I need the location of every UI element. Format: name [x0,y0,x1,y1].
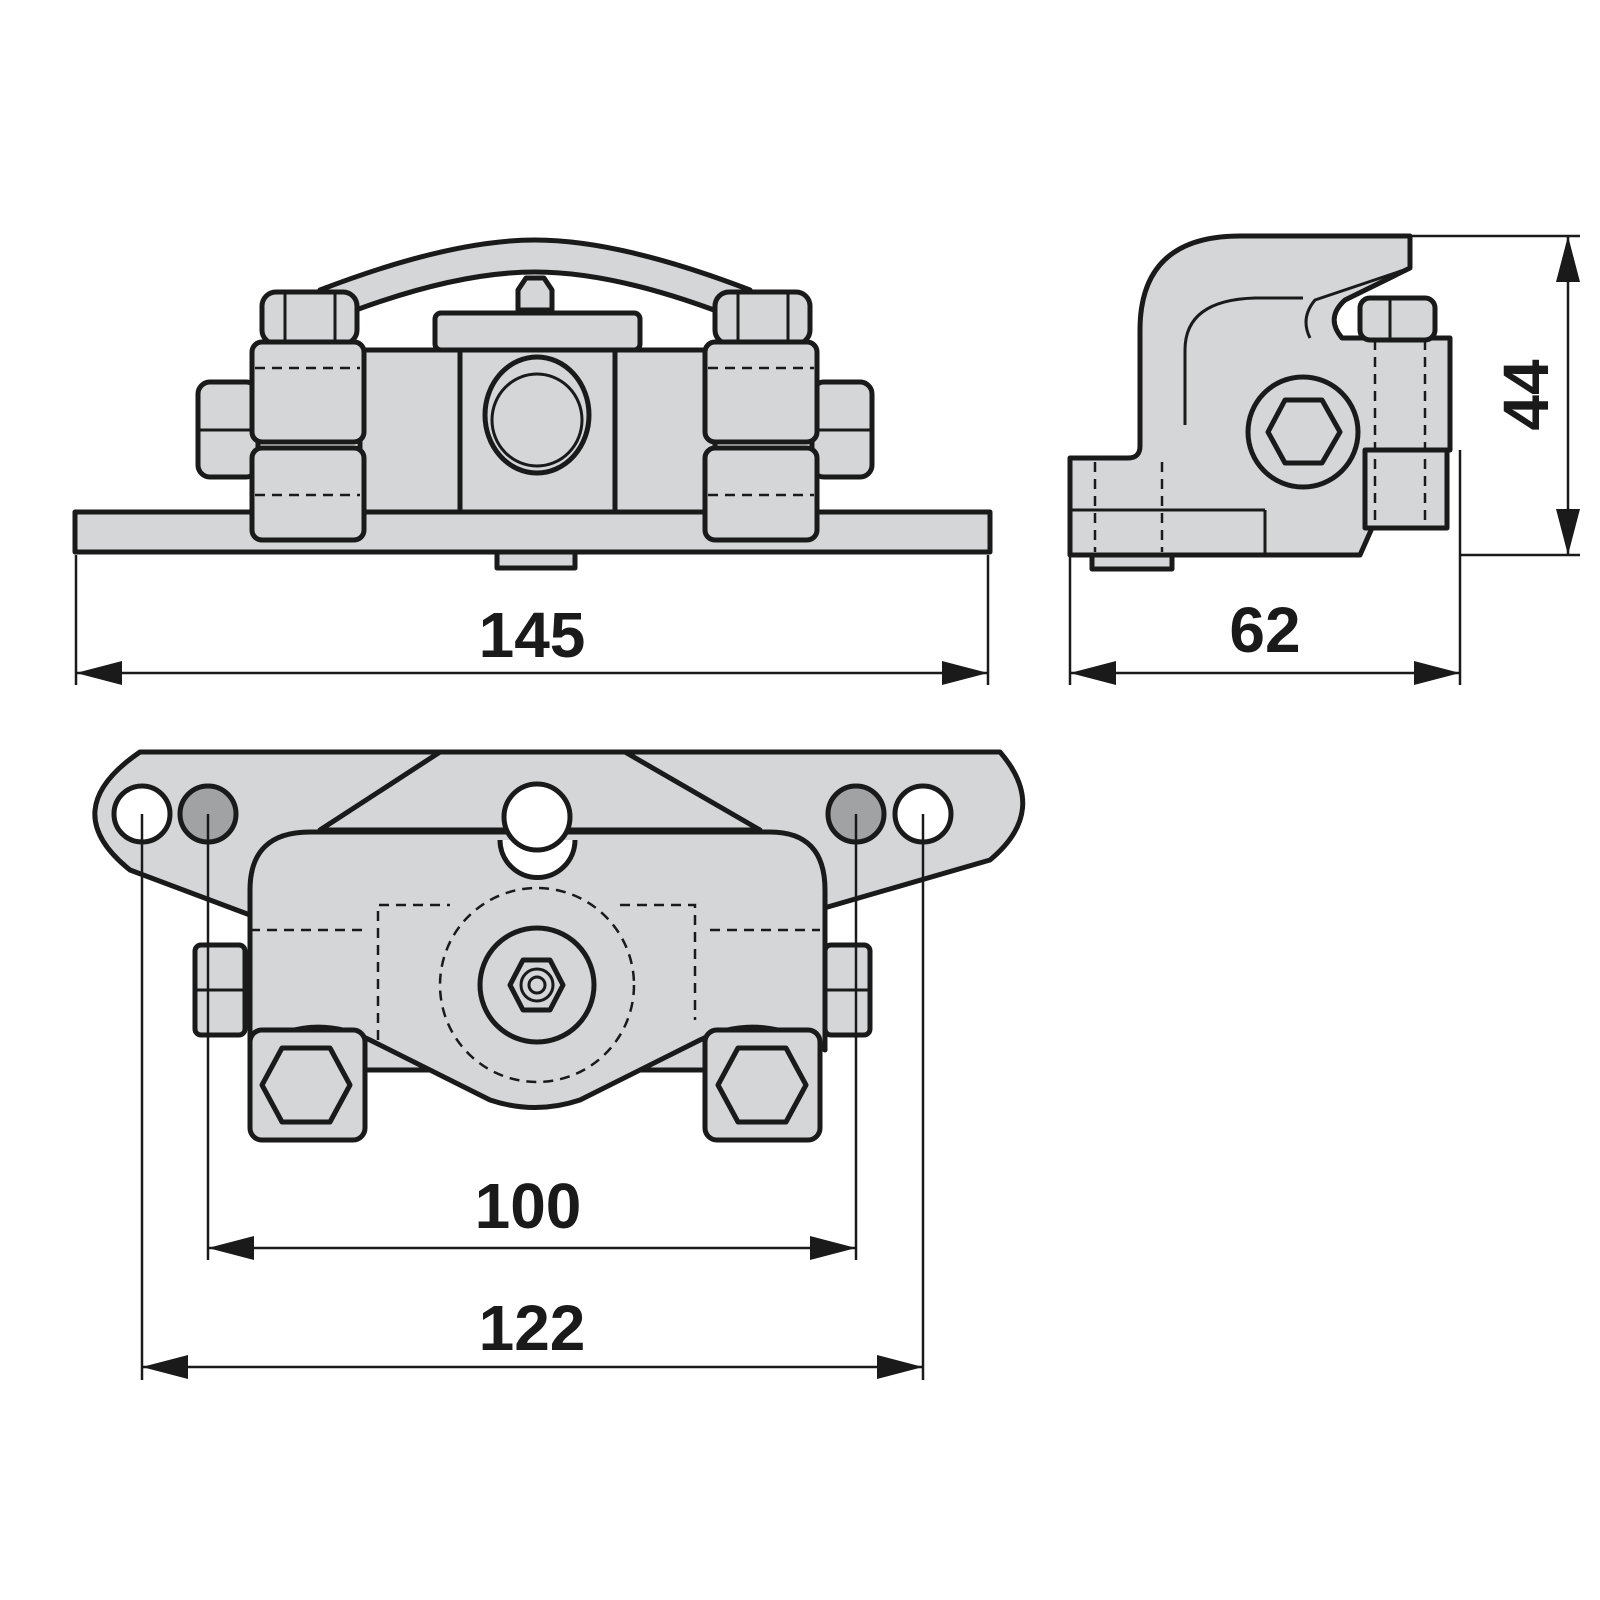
hex-bolt-right [715,1045,809,1125]
side-view [1067,233,1453,572]
top-nut-right [712,289,813,347]
clamp-upper-left [249,339,367,445]
hex-socket [1265,397,1343,466]
center-hole [501,781,573,853]
dimension-100: 100 [206,814,858,1260]
center-notch [497,839,578,880]
dimension-145: 145 [74,555,990,685]
dim-label-62: 62 [1229,594,1300,666]
dim-label-145: 145 [479,599,586,671]
bottom-stud [494,549,578,571]
grease-nipple-hex [507,957,566,1013]
clamp-upper-right [702,339,820,445]
dim-label-122: 122 [479,1292,586,1364]
dim-label-100: 100 [475,1170,582,1242]
side-lower-clamp [1362,447,1450,531]
center-cap [432,310,643,353]
side-nut [1357,295,1438,343]
dimension-122: 122 [140,814,925,1380]
side-stud [1089,552,1175,572]
top-view [92,749,1026,1143]
top-nut-left [259,289,360,347]
center-boss [482,354,592,476]
front-view [72,237,993,571]
dim-label-44: 44 [1490,359,1562,431]
dimension-62: 62 [1068,450,1462,685]
grease-nipple [515,275,555,313]
base-plate [72,509,993,555]
hex-bolt-left [259,1045,353,1125]
dimension-44: 44 [1410,234,1580,557]
